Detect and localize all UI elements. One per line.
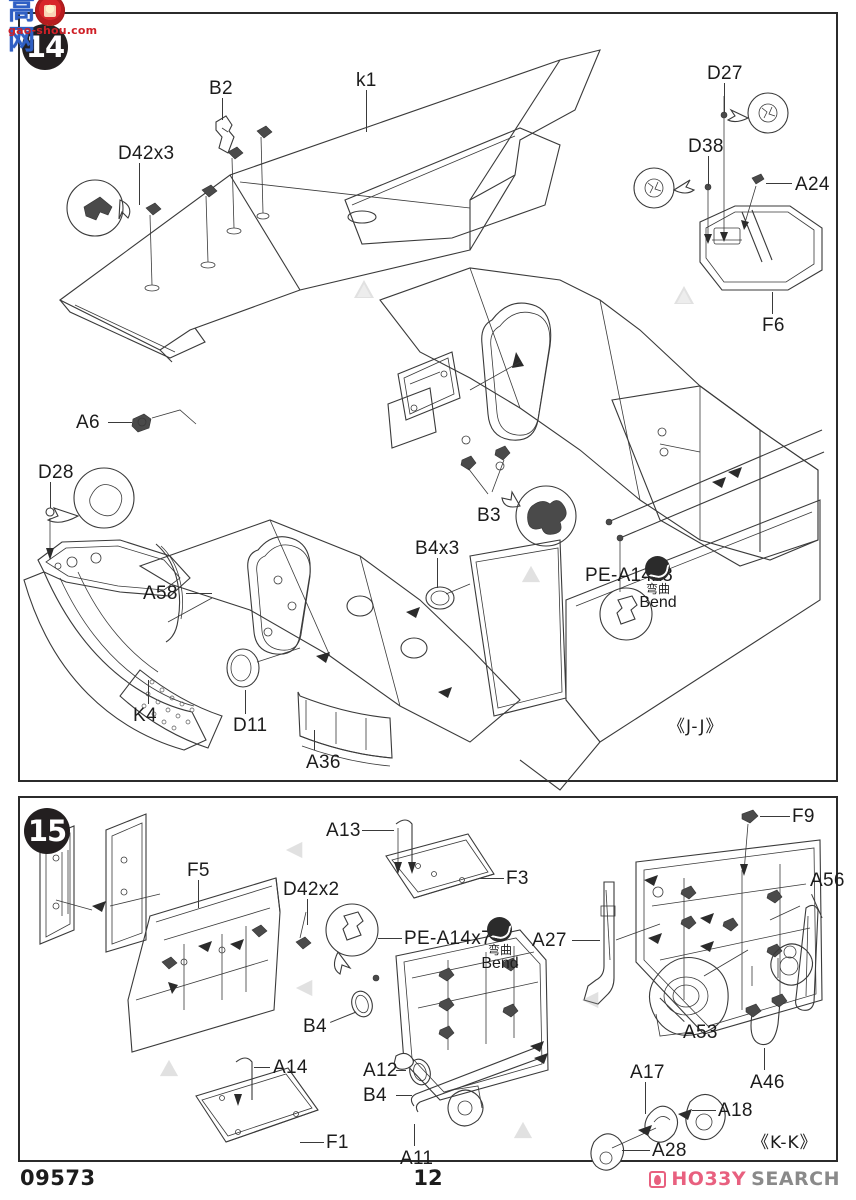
label-f3: F3: [506, 868, 529, 889]
label-a17: A17: [630, 1062, 665, 1083]
seal-icon: [35, 0, 65, 26]
label-a13: A13: [326, 820, 361, 841]
page-number: 12: [413, 1166, 443, 1190]
sprue-hatch-icon: [674, 286, 694, 304]
leader-d28: [50, 482, 51, 508]
bend-note-step14: 弯曲 Bend: [620, 582, 696, 611]
bend-note-en: Bend: [639, 594, 677, 611]
label-f9: F9: [792, 806, 815, 827]
sprue-hatch-icon: [354, 280, 374, 298]
leader-d42x3: [139, 163, 140, 205]
label-f6: F6: [762, 315, 785, 336]
watermark-logo: 高 网 gao-shou.com: [8, 0, 128, 56]
step-14-panel: [18, 12, 838, 782]
hobby-search-logo: HO33Y SEARCH: [649, 1168, 840, 1190]
leader-f3: [478, 878, 504, 879]
label-d38: D38: [688, 136, 724, 157]
leader-d38: [708, 156, 709, 186]
leader-a58: [186, 593, 212, 594]
leader-k1: [366, 90, 367, 132]
label-a11: A11: [400, 1148, 434, 1169]
label-b4x3: B4x3: [415, 538, 460, 559]
leader-b4x3: [437, 558, 438, 588]
leader-d42x2: [307, 899, 308, 925]
label-b3: B3: [477, 505, 501, 526]
leader-a27: [572, 940, 600, 941]
label-a28: A28: [652, 1140, 687, 1161]
label-a12: A12: [363, 1060, 398, 1081]
leader-a24: [766, 183, 792, 184]
sprue-hatch-icon: [159, 1059, 179, 1077]
sprue-hatch-icon: [285, 841, 303, 859]
sprue-hatch-icon: [513, 1121, 533, 1139]
leader-a6: [108, 422, 132, 423]
page-footer: 09573 12 HO33Y SEARCH: [0, 1162, 856, 1200]
leader-a18: [692, 1110, 716, 1111]
label-b2: B2: [209, 78, 233, 99]
watermark-domain-text: gao-shou.com: [8, 24, 98, 37]
bend-note-en: Bend: [481, 955, 519, 972]
label-d28: D28: [38, 462, 74, 483]
leader-a14: [254, 1067, 270, 1068]
bend-icon: [645, 556, 670, 581]
step-15-panel: [18, 796, 838, 1162]
leader-f5: [198, 880, 199, 908]
label-a18: A18: [718, 1100, 753, 1121]
label-k1: k1: [356, 70, 377, 91]
label-a24: A24: [795, 174, 830, 195]
leader-f1: [300, 1142, 324, 1143]
label-a14: A14: [273, 1057, 308, 1078]
label-a53: A53: [683, 1022, 718, 1043]
leader-a11: [414, 1124, 415, 1146]
label-a56: A56: [810, 870, 845, 891]
label-b4-left: B4: [303, 1016, 327, 1037]
leader-d27: [724, 83, 725, 113]
bend-icon: [487, 917, 512, 942]
label-d42x2: D42x2: [283, 879, 340, 900]
leader-a13: [362, 830, 394, 831]
watermark-cjk-text: 高 网: [8, 0, 61, 56]
leader-b2: [222, 98, 223, 120]
hobby-search-brand-second: SEARCH: [751, 1168, 840, 1190]
label-b4-lower: B4: [363, 1085, 387, 1106]
leader-a28: [622, 1150, 650, 1151]
bend-note-step15: 弯曲 Bend: [462, 943, 538, 972]
leader-a17: [645, 1082, 646, 1114]
step-number-15: 15: [24, 808, 70, 854]
leader-f9: [760, 816, 790, 817]
leader-f6: [772, 292, 773, 314]
section-view-jj: 《J-J》: [668, 717, 724, 737]
label-a46: A46: [750, 1072, 785, 1093]
label-f1: F1: [326, 1132, 349, 1153]
label-f5: F5: [187, 860, 210, 881]
label-a6: A6: [76, 412, 100, 433]
section-view-kk: 《K-K》: [752, 1133, 818, 1153]
leader-d11: [245, 690, 246, 714]
label-a36: A36: [306, 752, 341, 773]
kit-code: 09573: [20, 1166, 96, 1190]
label-d42x3: D42x3: [118, 143, 175, 164]
label-d27: D27: [707, 63, 743, 84]
sprue-hatch-icon: [521, 565, 541, 583]
flame-mark-icon: [649, 1170, 667, 1188]
label-d11: D11: [233, 715, 268, 736]
leader-a46: [764, 1048, 765, 1070]
leader-k4: [148, 680, 149, 704]
leader-pe-a14x7: [378, 938, 402, 939]
leader-a36: [314, 730, 315, 750]
sprue-hatch-icon: [295, 979, 313, 997]
sprue-hatch-icon: [581, 991, 599, 1009]
leader-b4-lower: [396, 1095, 412, 1096]
hobby-search-brand-first: HO33Y: [671, 1168, 747, 1190]
label-a58: A58: [143, 583, 178, 604]
label-k4: K4: [133, 705, 157, 726]
